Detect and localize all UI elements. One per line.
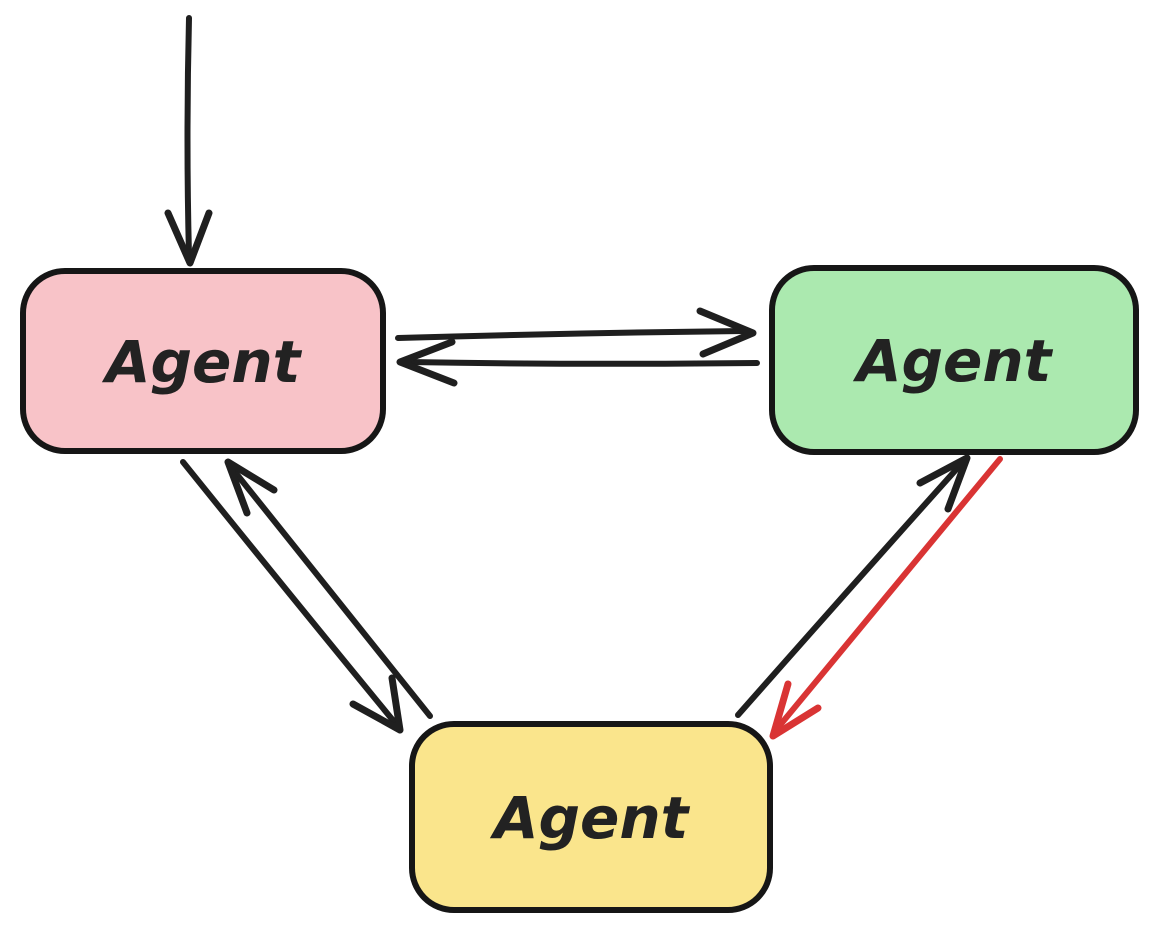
agent-pink-label: Agent bbox=[102, 328, 303, 396]
node-agent-pink: Agent bbox=[20, 268, 386, 454]
agent-pink-box bbox=[20, 268, 386, 454]
agent-green-label: Agent bbox=[853, 327, 1054, 395]
agent-yellow-label: Agent bbox=[490, 784, 691, 852]
edge-green-to-yellow-arrow bbox=[769, 456, 1003, 740]
edge-yellow-to-green-arrow bbox=[735, 454, 971, 718]
node-agent-yellow: Agent bbox=[409, 721, 773, 913]
edge-green-to-pink-arrow bbox=[396, 338, 760, 387]
edge-pink-to-yellow-arrow bbox=[180, 459, 404, 734]
edge-external-input-arrow bbox=[164, 15, 213, 267]
agent-yellow-box bbox=[409, 721, 773, 913]
edge-pink-to-green-arrow bbox=[395, 307, 757, 358]
node-agent-green: Agent bbox=[769, 265, 1139, 455]
edge-yellow-to-pink-arrow bbox=[224, 458, 433, 719]
agent-green-box bbox=[769, 265, 1139, 455]
